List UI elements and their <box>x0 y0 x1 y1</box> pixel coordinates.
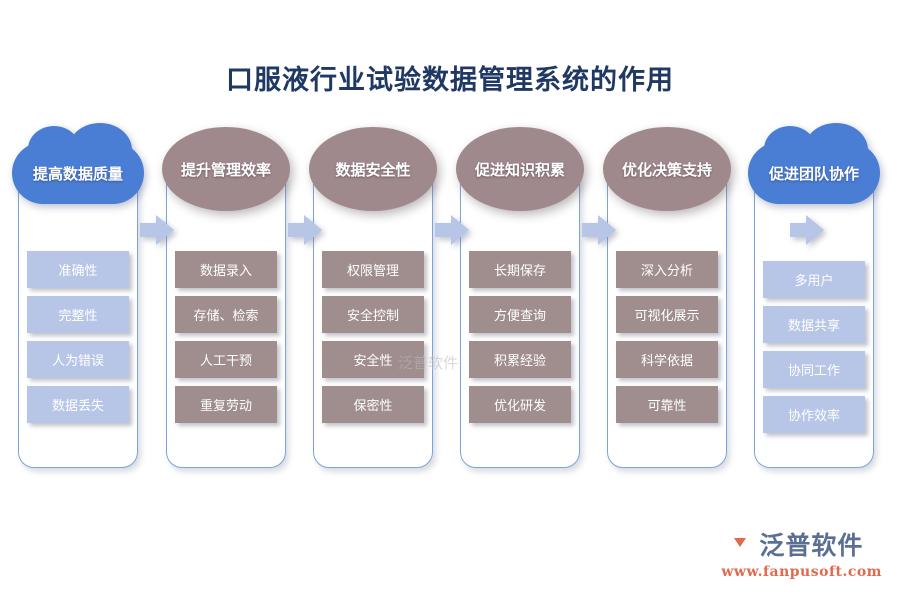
arrow-right-icon <box>790 215 824 245</box>
item-box: 协同工作 <box>763 351 865 388</box>
column-header-1: 提高数据质量 <box>12 123 144 204</box>
item-box: 存储、检索 <box>175 296 277 333</box>
fanpu-logo-icon <box>719 527 753 561</box>
item-box: 数据录入 <box>175 251 277 288</box>
item-box: 方便查询 <box>469 296 571 333</box>
page-title: 口服液行业试验数据管理系统的作用 <box>226 65 674 96</box>
item-box: 准确性 <box>27 251 129 288</box>
item-box: 协作效率 <box>763 396 865 433</box>
item-box: 深入分析 <box>616 251 718 288</box>
brand-logo: 泛普软件 www.fanpusoft.com <box>719 526 882 580</box>
column-header-2: 提升管理效率 <box>162 127 290 211</box>
column-header-label: 优化决策支持 <box>621 160 712 179</box>
arrow-right-icon <box>582 215 616 245</box>
item-box: 数据丢失 <box>27 386 129 423</box>
column-container-1: 准确性 完整性 人为错误 数据丢失 <box>18 168 138 468</box>
item-box: 完整性 <box>27 296 129 333</box>
item-box: 人工干预 <box>175 341 277 378</box>
column-items-2: 数据录入 存储、检索 人工干预 重复劳动 <box>167 251 285 423</box>
arrow-right-icon <box>435 215 469 245</box>
column-container-4: 长期保存 方便查询 积累经验 优化研发 <box>460 168 580 468</box>
item-box: 积累经验 <box>469 341 571 378</box>
item-box: 权限管理 <box>322 251 424 288</box>
item-box: 人为错误 <box>27 341 129 378</box>
column-header-5: 优化决策支持 <box>603 127 731 211</box>
column-header-4: 促进知识积累 <box>456 127 584 211</box>
item-box: 可视化展示 <box>616 296 718 333</box>
column-header-label: 促进团队协作 <box>768 164 859 183</box>
column-items-4: 长期保存 方便查询 积累经验 优化研发 <box>461 251 579 423</box>
column-header-6: 促进团队协作 <box>748 123 880 204</box>
logo-name: 泛普软件 <box>759 531 864 560</box>
item-box: 数据共享 <box>763 306 865 343</box>
column-container-5: 深入分析 可视化展示 科学依据 可靠性 <box>607 168 727 468</box>
item-box: 长期保存 <box>469 251 571 288</box>
column-items-3: 权限管理 安全控制 安全性 保密性 <box>314 251 432 423</box>
item-box: 安全控制 <box>322 296 424 333</box>
arrow-right-icon <box>140 215 174 245</box>
item-box: 可靠性 <box>616 386 718 423</box>
column-header-3: 数据安全性 <box>309 127 437 211</box>
column-header-label: 提高数据质量 <box>32 164 123 183</box>
item-box: 优化研发 <box>469 386 571 423</box>
column-header-label: 提升管理效率 <box>180 160 271 179</box>
column-container-6: 多用户 数据共享 协同工作 协作效率 <box>754 168 874 468</box>
column-header-label: 数据安全性 <box>335 160 411 179</box>
logo-url: www.fanpusoft.com <box>721 564 882 580</box>
column-header-label: 促进知识积累 <box>474 160 565 179</box>
column-items-5: 深入分析 可视化展示 科学依据 可靠性 <box>608 251 726 423</box>
item-box: 科学依据 <box>616 341 718 378</box>
column-items-1: 准确性 完整性 人为错误 数据丢失 <box>19 251 137 423</box>
item-box: 安全性 <box>322 341 424 378</box>
column-container-2: 数据录入 存储、检索 人工干预 重复劳动 <box>166 168 286 468</box>
column-items-6: 多用户 数据共享 协同工作 协作效率 <box>755 261 873 433</box>
item-box: 重复劳动 <box>175 386 277 423</box>
column-container-3: 权限管理 安全控制 安全性 保密性 <box>313 168 433 468</box>
item-box: 保密性 <box>322 386 424 423</box>
arrow-right-icon <box>288 215 322 245</box>
item-box: 多用户 <box>763 261 865 298</box>
